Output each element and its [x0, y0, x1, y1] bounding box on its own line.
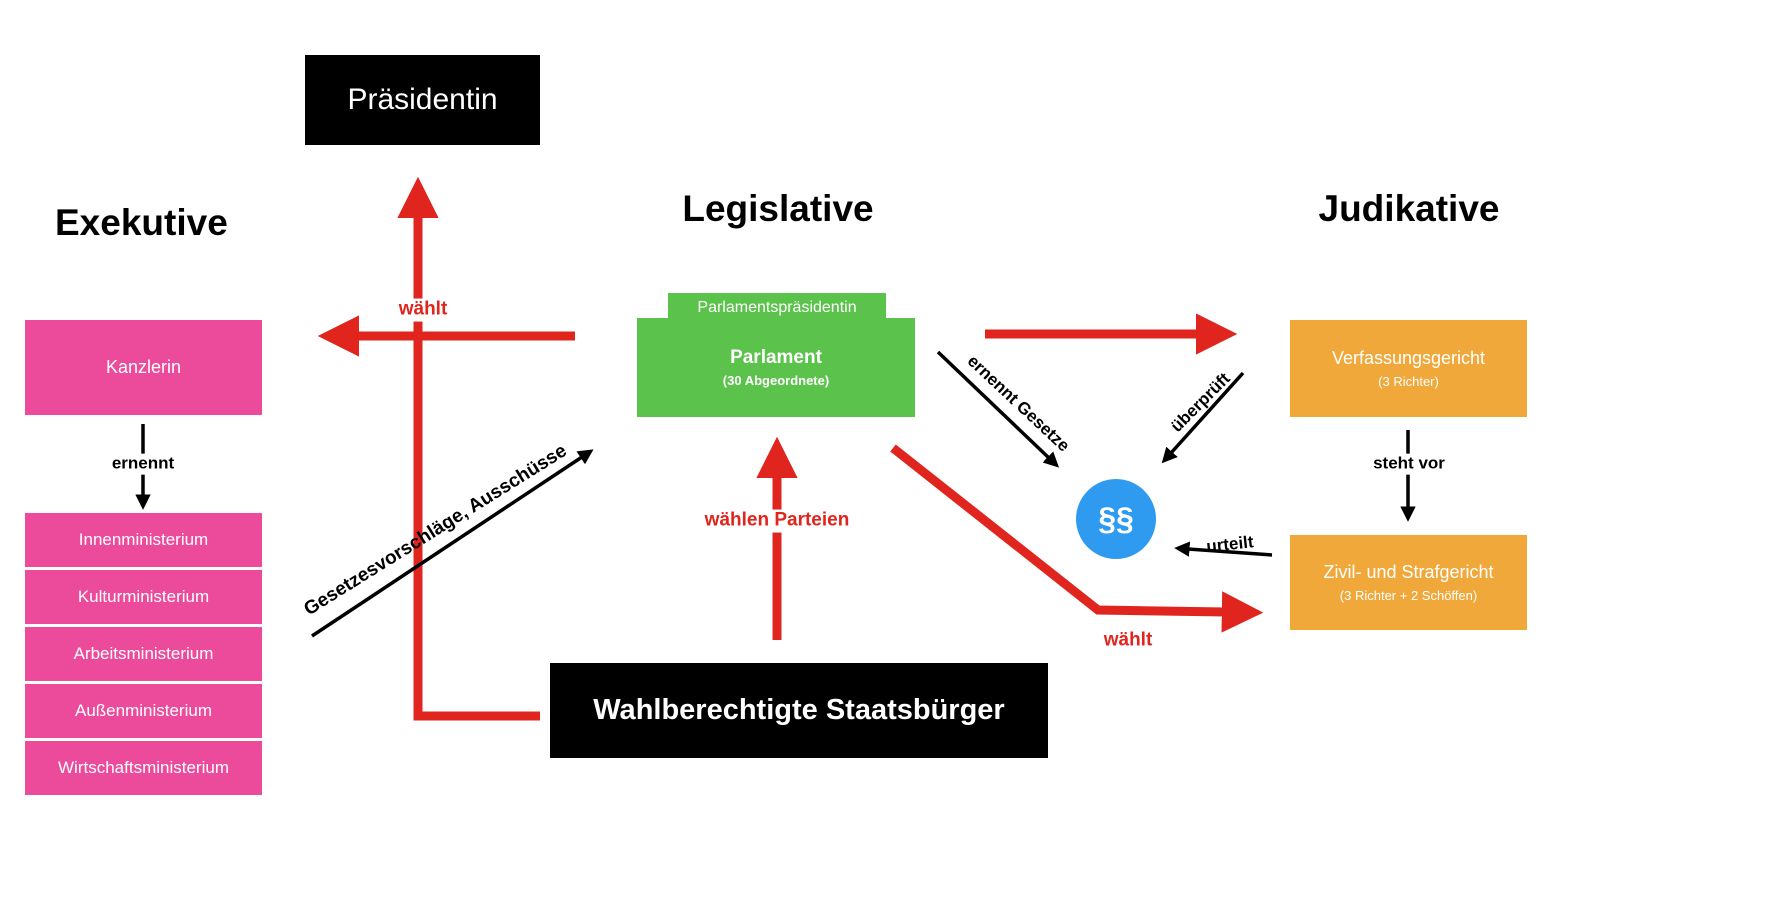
arrow-citizens-elect-praesidentin [397, 176, 540, 721]
parlament-box: Parlament (30 Abgeordnete) [637, 318, 915, 417]
zivilgericht-title: Zivil- und Strafgericht [1323, 562, 1494, 582]
ministry-box: Kulturministerium [25, 570, 262, 624]
ministry-box: Außenministerium [25, 684, 262, 738]
parlamentspraesidentin-box: Parlamentspräsidentin [668, 293, 886, 322]
parlamentspraesidentin-label: Parlamentspräsidentin [697, 298, 857, 316]
arrow-label-waehlt-gericht: wählt [1103, 629, 1153, 651]
heading-legislative: Legislative [682, 188, 874, 229]
ministry-box: Arbeitsministerium [25, 627, 262, 681]
wahlberechtigte-box: Wahlberechtigte Staatsbürger [550, 663, 1048, 758]
praesidentin-label: Präsidentin [347, 83, 498, 116]
parlament-subtitle: (30 Abgeordnete) [722, 373, 830, 388]
arrow-ernennt-gesetze [936, 350, 1060, 468]
verfassungsgericht-box: Verfassungsgericht (3 Richter) [1290, 320, 1527, 417]
ministries-list: Innenministerium Kulturministerium Arbei… [25, 513, 262, 795]
wahlberechtigte-label: Wahlberechtigte Staatsbürger [593, 694, 1005, 726]
kanzlerin-box: Kanzlerin [25, 320, 262, 415]
zivilgericht-box: Zivil- und Strafgericht (3 Richter + 2 S… [1290, 535, 1527, 630]
zivilgericht-subtitle: (3 Richter + 2 Schöffen) [1339, 588, 1478, 603]
heading-exekutive: Exekutive [55, 202, 228, 243]
praesidentin-box: Präsidentin [305, 55, 540, 145]
arrow-label-waehlt-praesidentin: wählt [392, 298, 454, 322]
kanzlerin-label: Kanzlerin [105, 357, 182, 377]
parlament-title: Parlament [730, 347, 822, 368]
paragraph-icon: §§ [1098, 500, 1134, 537]
arrow-label-ernennt: ernennt [105, 453, 181, 475]
arrow-label-steht-vor: steht vor [1367, 453, 1451, 475]
verfassungsgericht-subtitle: (3 Richter) [1378, 374, 1439, 389]
laws-circle: §§ [1076, 479, 1156, 559]
ministry-box: Innenministerium [25, 513, 262, 567]
heading-judikative: Judikative [1318, 188, 1500, 229]
arrow-parlament-elects-zivilgericht [890, 444, 1264, 633]
arrow-urteilt [1174, 541, 1273, 557]
verfassungsgericht-title: Verfassungsgericht [1331, 348, 1486, 368]
ministry-box: Wirtschaftsministerium [25, 741, 262, 795]
arrow-ueberprueft [1161, 371, 1245, 464]
arrow-label-waehlen-parteien: wählen Parteien [698, 509, 856, 533]
arrow-gesetzesvorschlaege [311, 449, 594, 638]
